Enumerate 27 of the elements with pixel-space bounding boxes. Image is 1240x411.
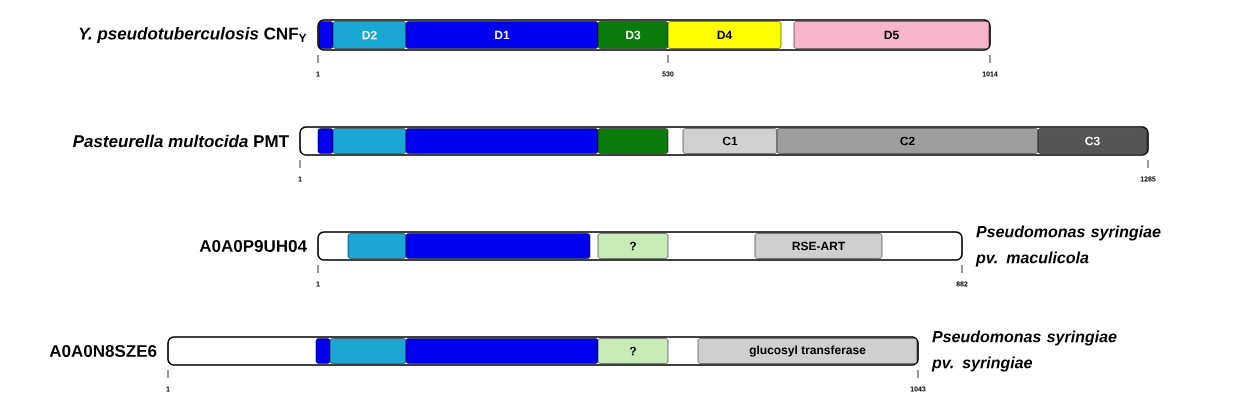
domain-box: D3 [597,21,669,49]
domain-box: C3 [1037,128,1148,154]
domain-box: D4 [667,21,782,49]
domain-box: C1 [682,128,778,154]
node-label: A0A0N8SZE6 [49,344,157,358]
domain-box [405,233,591,259]
domain-box: D1 [405,21,599,49]
domain-box [318,21,334,49]
domain-box [329,338,407,364]
node-label: Y. pseudotuberculosis CNF$_{Y}$ [79,27,307,43]
node-label: Pseudomonas syringiae pv. syringiae [931,330,1117,372]
domain-box [347,233,407,259]
domain-box [405,338,599,364]
domain-box [332,128,407,154]
domain-box [597,128,669,154]
domain-box: C2 [776,128,1039,154]
node-label: Pseudomonas syringiae pv. maculicola [975,225,1161,267]
domain-box [405,128,599,154]
domain-box: D2 [332,21,407,49]
domain-box: ? [597,338,669,364]
node-label: A0A0P9UH04 [199,239,307,253]
domain-box: D5 [793,21,990,49]
domain-box [315,338,331,364]
domain-box: glucosyl transferase [697,338,918,364]
node-label: Pasteurella multocida PMT [72,134,289,148]
domain-box: ? [597,233,669,259]
domain-box: RSE-ART [754,233,883,259]
